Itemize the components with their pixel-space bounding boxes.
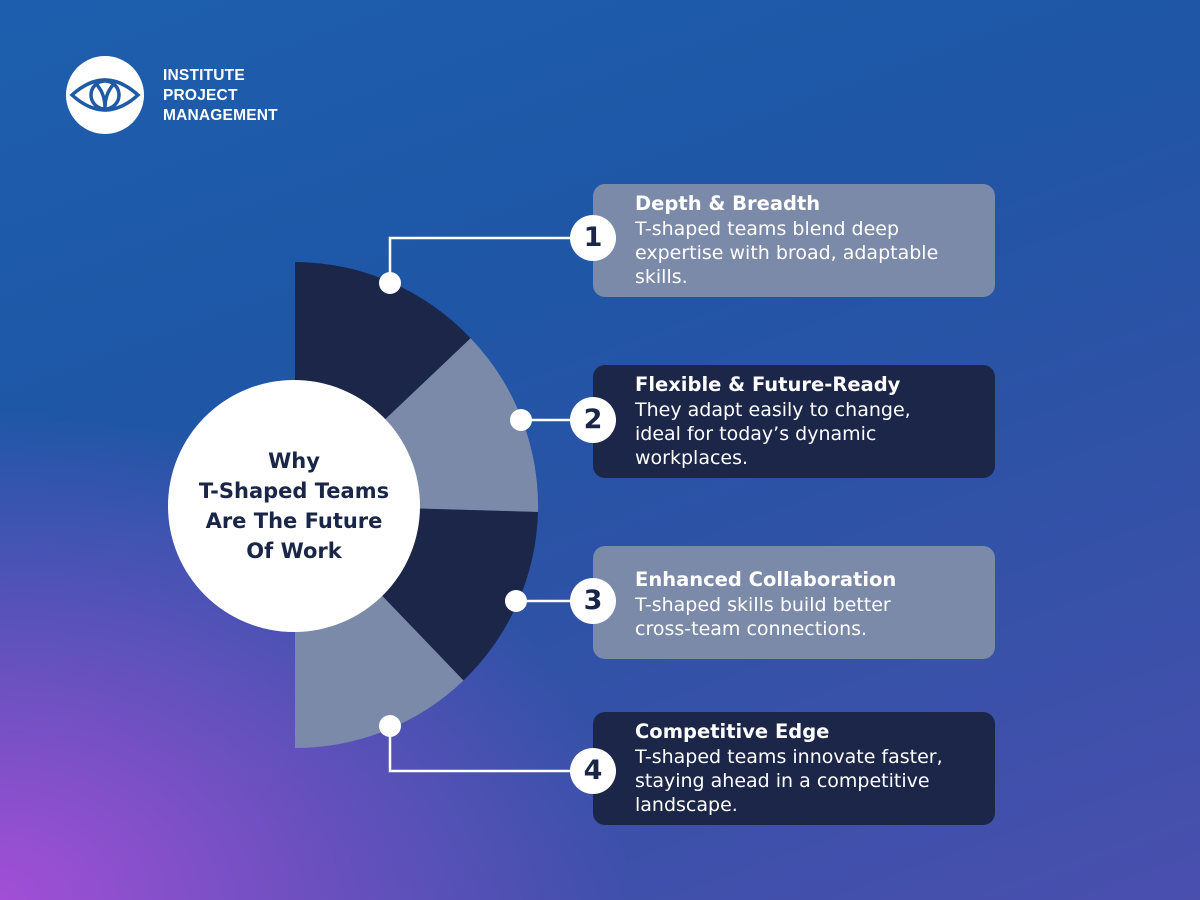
card-title: Flexible & Future-Ready: [635, 373, 901, 396]
center-hub: Why T-Shaped Teams Are The Future Of Wor…: [168, 380, 420, 632]
card-desc-line: T-shaped skills build better: [635, 594, 891, 616]
card-competitive-edge: Competitive Edge T-shaped teams innovate…: [593, 712, 995, 825]
card-title: Depth & Breadth: [635, 192, 821, 215]
connector-dot-4: [379, 715, 401, 737]
connector-line-1: [388, 236, 572, 283]
card-desc-line: T-shaped teams blend deep: [635, 218, 900, 240]
card-desc-line: workplaces.: [635, 447, 749, 469]
card-desc-line: ideal for today’s dynamic: [635, 423, 877, 445]
connector-line-4: [388, 726, 572, 773]
eye-icon: [69, 78, 141, 112]
connector-dot-3: [505, 590, 527, 612]
brand-line: INSTITUTE: [163, 67, 245, 84]
number-badge-3: 3: [570, 578, 616, 624]
hub-title-line: Are The Future: [205, 509, 383, 533]
card-title: Enhanced Collaboration: [635, 568, 897, 591]
number-badge-1: 1: [570, 215, 616, 261]
card-description: T-shaped skills build better cross-team …: [635, 593, 983, 641]
hub-title-line: Why: [268, 449, 320, 473]
card-desc-line: T-shaped teams innovate faster,: [635, 746, 943, 768]
card-desc-line: cross-team connections.: [635, 618, 868, 640]
card-desc-line: staying ahead in a competitive: [635, 770, 930, 792]
hub-title-line: Of Work: [246, 539, 342, 563]
card-description: T-shaped teams blend deep expertise with…: [635, 217, 983, 289]
card-desc-line: They adapt easily to change,: [635, 399, 911, 421]
card-description: T-shaped teams innovate faster, staying …: [635, 745, 983, 817]
card-desc-line: skills.: [635, 266, 688, 288]
hub-title-line: T-Shaped Teams: [198, 479, 390, 503]
card-title: Competitive Edge: [635, 720, 830, 743]
card-desc-line: expertise with broad, adaptable: [635, 242, 939, 264]
connector-dot-2: [510, 409, 532, 431]
card-description: They adapt easily to change, ideal for t…: [635, 398, 983, 470]
number-badge-4: 4: [570, 748, 616, 794]
brand-line: MANAGEMENT: [163, 107, 278, 124]
brand-name: INSTITUTE PROJECT MANAGEMENT: [163, 66, 278, 126]
number-badge-2: 2: [570, 397, 616, 443]
connector-dot-1: [379, 272, 401, 294]
institute-logo: [66, 56, 144, 134]
card-desc-line: landscape.: [635, 794, 738, 816]
card-enhanced-collaboration: Enhanced Collaboration T-shaped skills b…: [593, 546, 995, 659]
brand-line: PROJECT: [163, 87, 238, 104]
card-depth-breadth: Depth & Breadth T-shaped teams blend dee…: [593, 184, 995, 297]
hub-title: Why T-Shaped Teams Are The Future Of Wor…: [184, 446, 404, 566]
card-flexible-future-ready: Flexible & Future-Ready They adapt easil…: [593, 365, 995, 478]
